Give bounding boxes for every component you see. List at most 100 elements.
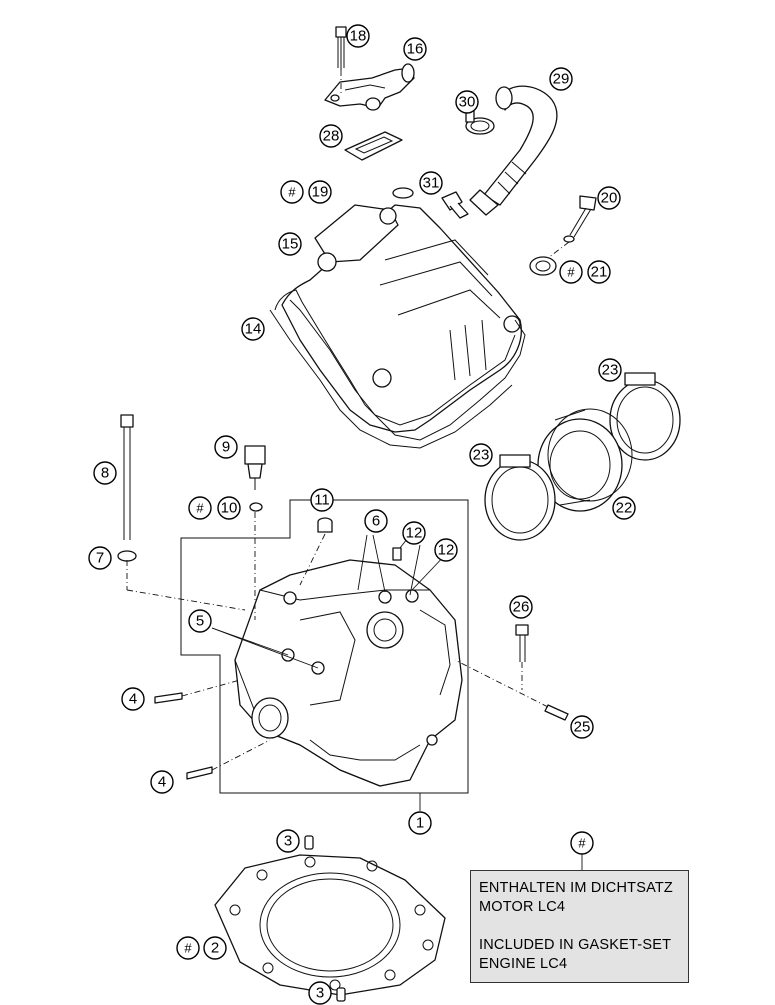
valve-cover-gasket-14 [269, 289, 526, 449]
callout-4-upper: 4 [121, 687, 145, 711]
seal-ring-21 [529, 256, 557, 276]
assembly-frame [180, 499, 469, 794]
svg-text:8: 8 [101, 465, 109, 482]
callout-28: 28 [319, 124, 343, 148]
svg-text:3: 3 [284, 833, 292, 850]
callout-hash-2: # [176, 936, 200, 960]
svg-text:26: 26 [513, 599, 530, 616]
callout-19: 19 [308, 180, 332, 204]
svg-text:18: 18 [350, 28, 367, 45]
svg-text:6: 6 [372, 513, 380, 530]
clamp-23-left [484, 454, 556, 541]
callout-4-lower: 4 [150, 770, 174, 794]
o-ring-19 [392, 187, 414, 199]
svg-text:31: 31 [423, 175, 440, 192]
callout-hash-19: # [280, 180, 304, 204]
callout-18: 18 [346, 24, 370, 48]
note-hash-callout: # [570, 831, 594, 870]
svg-text:15: 15 [282, 236, 299, 253]
callout-29: 29 [549, 67, 573, 91]
svg-text:20: 20 [601, 190, 618, 207]
callout-12-upper: 12 [402, 521, 426, 545]
stud-12 [392, 547, 402, 561]
callout-25: 25 [570, 715, 594, 739]
svg-text:12: 12 [406, 525, 423, 542]
callout-22: 22 [612, 496, 636, 520]
callout-hash-21: # [559, 260, 583, 284]
o-ring-10 [249, 502, 263, 512]
svg-text:19: 19 [312, 184, 329, 201]
svg-text:11: 11 [314, 492, 330, 509]
callout-11: 11 [310, 488, 334, 512]
callout-14: 14 [241, 317, 265, 341]
sleeve-11 [317, 517, 333, 533]
svg-text:4: 4 [158, 774, 166, 791]
screw-25 [544, 704, 569, 721]
thermostat-housing-16 [324, 63, 415, 111]
svg-text:5: 5 [196, 613, 204, 630]
sensor-31 [441, 191, 469, 219]
svg-text:#: # [196, 501, 204, 516]
svg-text:28: 28 [323, 128, 340, 145]
gasket-set-note: ENTHALTEN IM DICHTSATZ MOTOR LC4 INCLUDE… [470, 870, 689, 983]
callout-5: 5 [188, 609, 212, 633]
svg-text:#: # [184, 941, 192, 956]
callout-1: 1 [408, 811, 432, 835]
svg-text:7: 7 [96, 550, 104, 567]
note-line-en-1: INCLUDED IN GASKET-SET [479, 937, 672, 953]
intake-flange-22 [537, 408, 633, 512]
hose-29 [469, 85, 558, 216]
svg-text:9: 9 [222, 439, 230, 456]
callout-20: 20 [597, 186, 621, 210]
callout-30: 30 [455, 90, 479, 114]
callout-hash-10: # [188, 496, 212, 520]
svg-text:29: 29 [553, 71, 570, 88]
svg-text:1: 1 [416, 815, 424, 832]
svg-text:23: 23 [602, 362, 619, 379]
callout-2: 2 [203, 936, 227, 960]
callout-16: 16 [403, 37, 427, 61]
svg-text:#: # [578, 836, 586, 851]
note-line-de-2: MOTOR LC4 [479, 899, 566, 915]
svg-text:22: 22 [616, 500, 633, 517]
svg-text:14: 14 [245, 321, 262, 338]
bolt-26 [515, 624, 529, 662]
callout-23-right: 23 [598, 358, 622, 382]
cylinder-head-1 [234, 559, 463, 787]
dowel-3-upper [304, 835, 314, 850]
svg-text:21: 21 [591, 264, 608, 281]
callout-15: 15 [278, 232, 302, 256]
svg-text:10: 10 [221, 500, 238, 517]
svg-text:2: 2 [211, 940, 219, 957]
callout-6: 6 [364, 509, 388, 533]
callout-23-left: 23 [469, 443, 493, 467]
head-gasket-2 [214, 854, 446, 996]
long-bolt-8 [120, 414, 134, 540]
svg-text:12: 12 [438, 542, 455, 559]
callout-9: 9 [214, 435, 238, 459]
callout-3-upper: 3 [276, 829, 300, 853]
clamp-23-right [609, 372, 681, 461]
svg-text:16: 16 [407, 41, 424, 58]
gasket-28 [344, 131, 403, 161]
callout-31: 31 [419, 171, 443, 195]
bolt-18 [335, 26, 347, 70]
assembly-center-lines [126, 70, 570, 771]
svg-text:#: # [567, 265, 575, 280]
svg-text:23: 23 [473, 447, 490, 464]
note-line-de-1: ENTHALTEN IM DICHTSATZ [479, 880, 673, 896]
callout-12-lower: 12 [434, 538, 458, 562]
callout-7: 7 [88, 546, 112, 570]
dowel-3-lower [336, 987, 346, 1002]
svg-text:30: 30 [459, 94, 476, 111]
callout-21: 21 [587, 260, 611, 284]
callout-8: 8 [93, 461, 117, 485]
svg-text:4: 4 [129, 691, 137, 708]
stud-4-lower [186, 766, 213, 780]
bolt-20 [563, 195, 597, 243]
stud-4-upper [154, 692, 183, 704]
washer-7 [117, 550, 137, 562]
callout-3-lower: 3 [308, 981, 332, 1005]
valve-cover-15 [281, 204, 522, 433]
